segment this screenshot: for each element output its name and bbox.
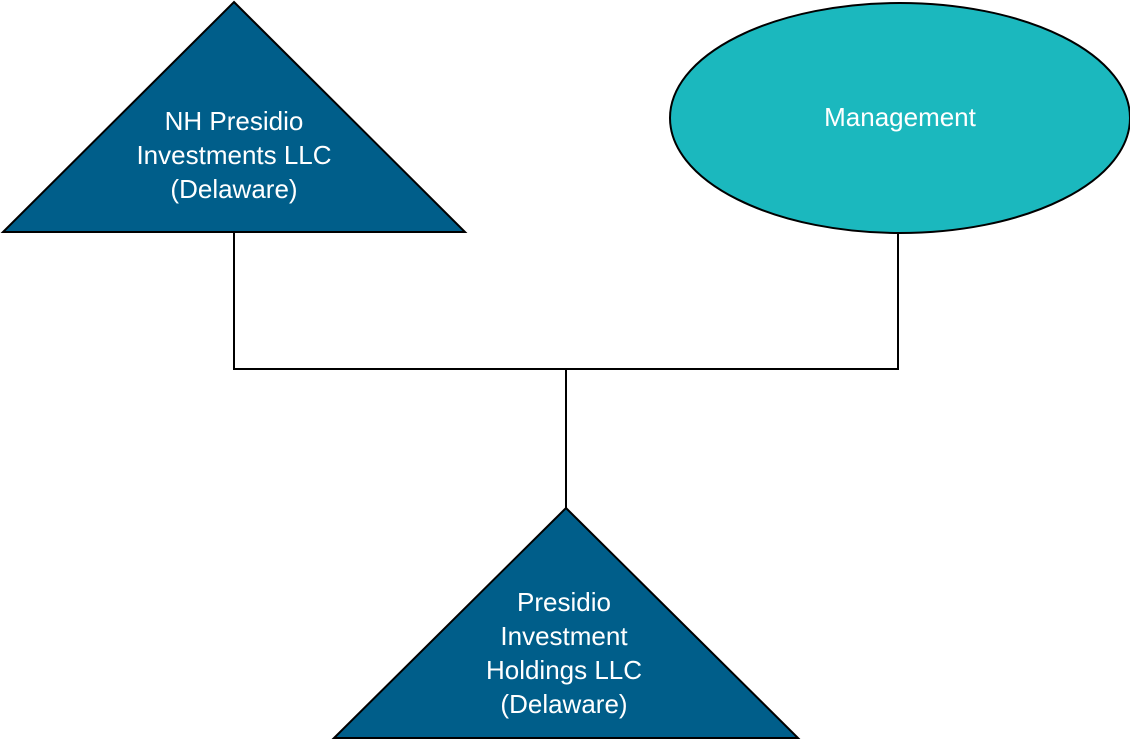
presidio-holdings-label-line: Holdings LLC [485, 655, 643, 685]
nh-presidio-label-line: Investments LLC [136, 140, 332, 170]
presidio-holdings-triangle [331, 506, 801, 739]
presidio-holdings-label-line: (Delaware) [500, 689, 628, 719]
management-label: Management [700, 100, 1100, 134]
nh-presidio-label-line: NH Presidio [164, 106, 304, 136]
presidio-holdings-label-line: Investment [500, 621, 628, 651]
presidio-holdings-label: Presidio Investment Holdings LLC (Delawa… [444, 585, 684, 721]
nh-presidio-label-line: (Delaware) [170, 174, 298, 204]
management-label-line: Management [824, 102, 976, 132]
connectors [233, 232, 899, 508]
nh-presidio-label: NH Presidio Investments LLC (Delaware) [114, 104, 354, 206]
management-ellipse [669, 2, 1130, 234]
presidio-holdings-label-line: Presidio [517, 587, 611, 617]
nh-presidio-triangle [0, 0, 468, 233]
